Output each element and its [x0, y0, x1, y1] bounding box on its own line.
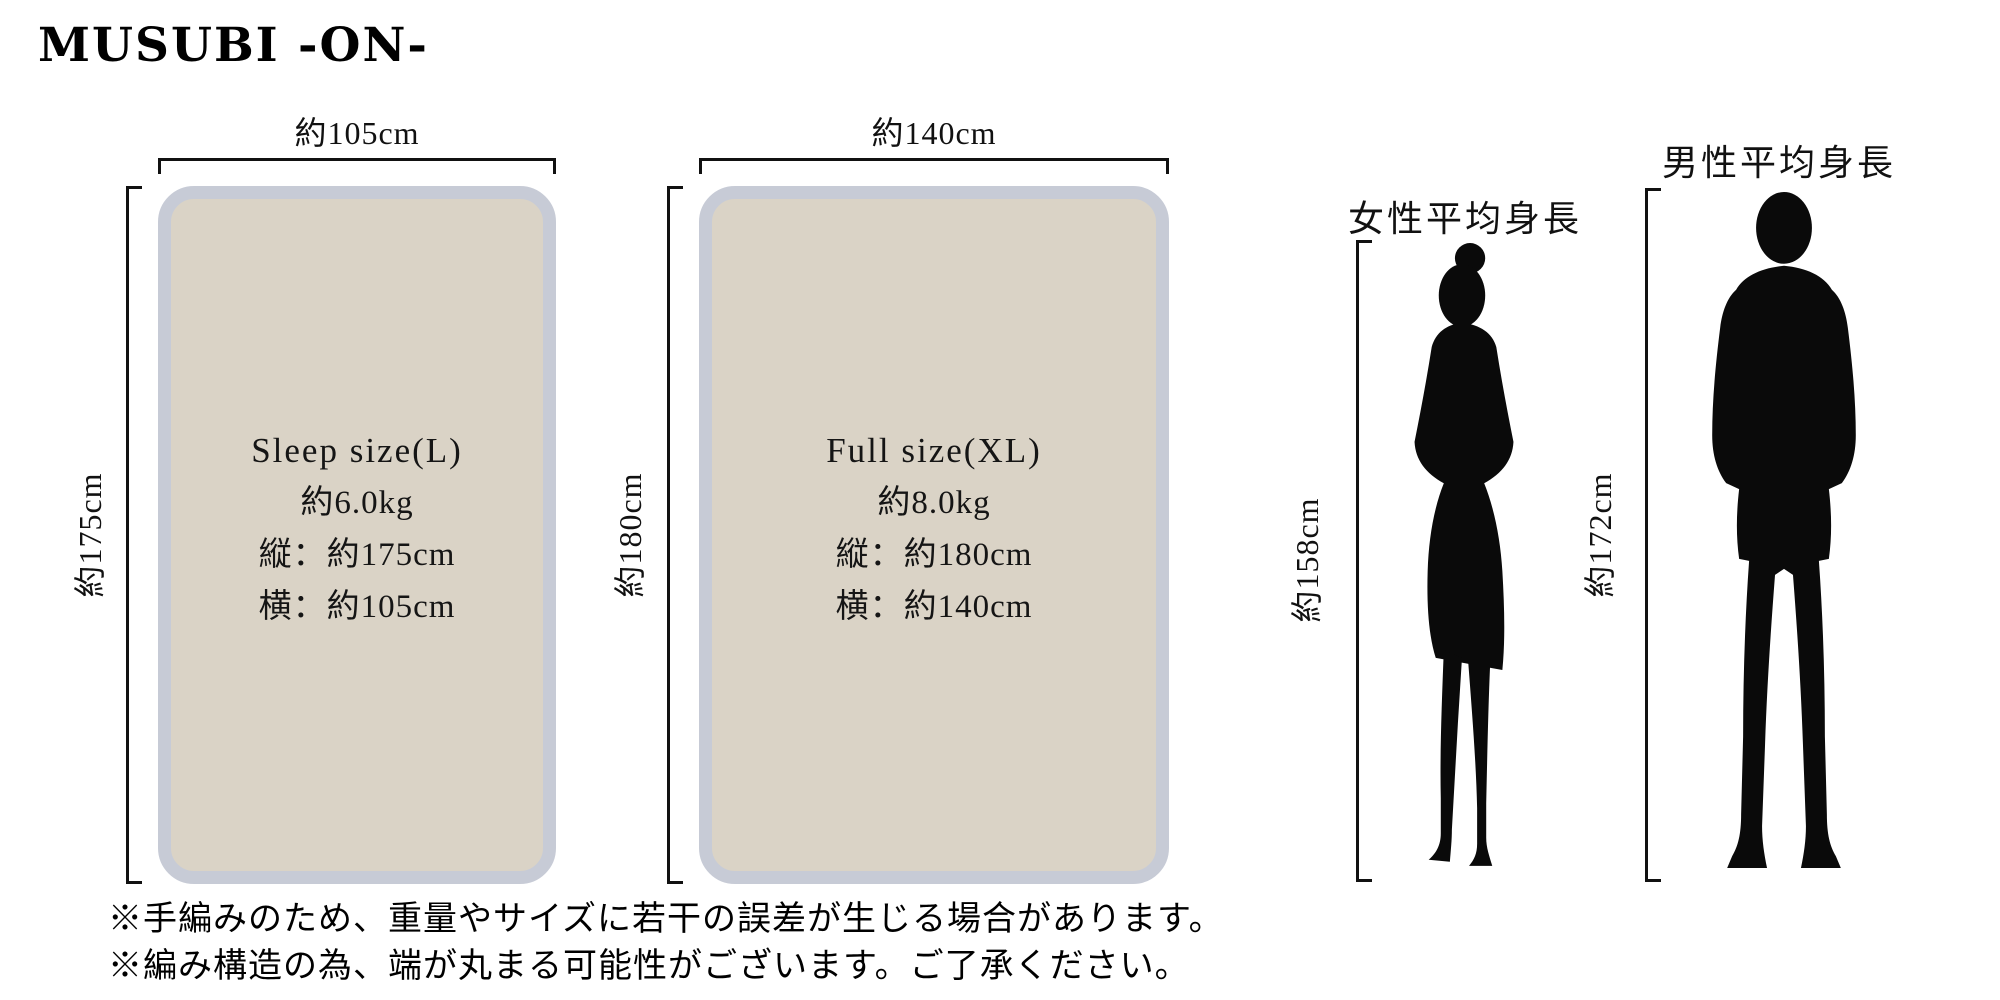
blanket2-height-dimension-label: 約180cm: [612, 472, 648, 598]
footnotes: ※手編みのため、重量やサイズに若干の誤差が生じる場合があります。 ※編み構造の為…: [108, 896, 1224, 990]
blanket-full-size: Full size(XL) 約8.0kg 縦：約180cm 横：約140cm: [699, 186, 1169, 884]
blanket-sleep-size: Sleep size(L) 約6.0kg 縦：約175cm 横：約105cm: [158, 186, 556, 884]
blanket1-height-dimension-label: 約175cm: [72, 472, 108, 598]
male-height-dimension-label: 約172cm: [1582, 472, 1618, 598]
blanket2-length: 縦：約180cm: [835, 537, 1033, 573]
male-figure-label: 男性平均身長: [1662, 143, 1897, 183]
blanket1-width-dimension-line: [158, 158, 556, 174]
blanket1-weight: 約6.0kg: [300, 485, 414, 521]
blanket2-width: 横：約140cm: [835, 589, 1033, 625]
blanket2-width-dimension-line: [699, 158, 1169, 174]
female-silhouette: [1414, 243, 1514, 866]
footnote-1: ※手編みのため、重量やサイズに若干の誤差が生じる場合があります。: [108, 901, 1224, 938]
brand-logo: MUSUBI -ON-: [38, 18, 429, 73]
blanket1-length: 縦：約175cm: [258, 537, 456, 573]
male-height-dimension-line: [1645, 188, 1661, 882]
blanket2-spec-text: Full size(XL) 約8.0kg 縦：約180cm 横：約140cm: [826, 425, 1042, 633]
blanket1-size-name: Sleep size(L): [251, 431, 463, 470]
male-silhouette: [1712, 191, 1856, 869]
female-height-dimension-line: [1356, 240, 1372, 882]
female-figure-label: 女性平均身長: [1348, 199, 1583, 239]
blanket1-width: 横：約105cm: [258, 589, 456, 625]
blanket2-size-name: Full size(XL): [826, 431, 1042, 470]
blanket1-spec-text: Sleep size(L) 約6.0kg 縦：約175cm 横：約105cm: [251, 425, 463, 633]
blanket1-width-dimension-label: 約105cm: [294, 115, 420, 151]
female-height-dimension-label: 約158cm: [1289, 497, 1325, 623]
blanket2-weight: 約8.0kg: [877, 485, 991, 521]
blanket1-height-dimension-line: [126, 186, 142, 884]
blanket2-width-dimension-label: 約140cm: [871, 115, 997, 151]
blanket2-height-dimension-line: [667, 186, 683, 884]
footnote-2: ※編み構造の為、端が丸まる可能性がございます。ご了承ください。: [108, 948, 1190, 985]
